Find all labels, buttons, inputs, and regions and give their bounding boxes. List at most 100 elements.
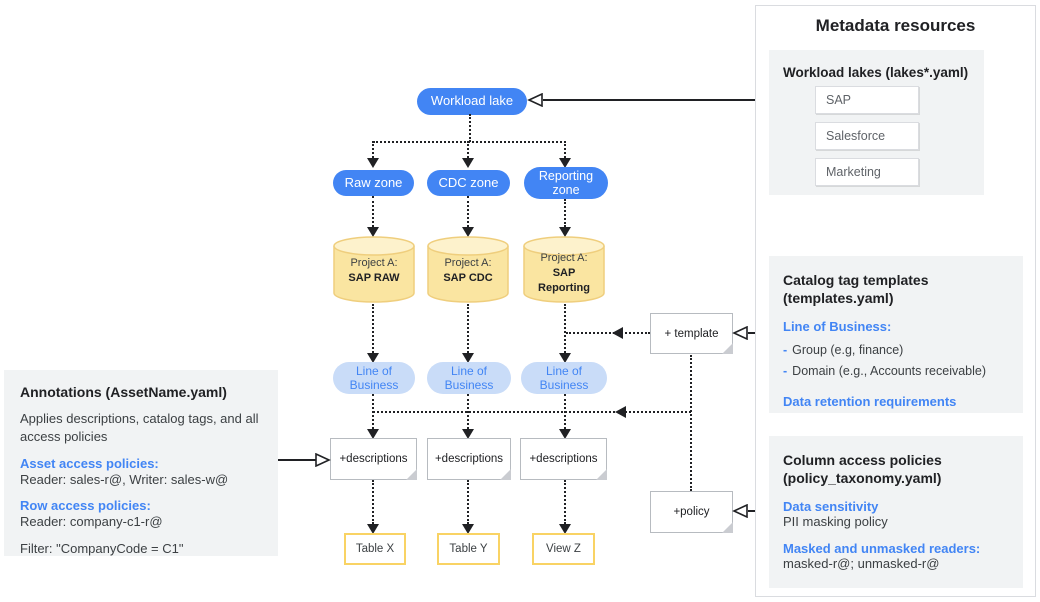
project-to-lob-connector — [564, 304, 566, 353]
lob-heading: Line of Business: — [783, 319, 892, 335]
descriptions-note: +descriptions — [427, 438, 511, 480]
cylinder-icon — [427, 236, 509, 303]
arrowhead-down-icon — [462, 158, 474, 168]
bullet-dash-icon: - — [783, 343, 788, 358]
descriptions-label: +descriptions — [434, 453, 504, 465]
arrowhead-left-icon — [615, 406, 626, 418]
open-arrowhead-left-icon — [732, 326, 748, 340]
project-name: SAP RAW — [348, 271, 400, 284]
reporting-zone-label: Reporting zone — [538, 168, 594, 197]
cdc-zone-stub — [467, 141, 469, 158]
cdc-zone-label: CDC zone — [438, 174, 499, 190]
bullet-text: Domain (e.g., Accounts receivable) — [792, 364, 987, 378]
annotations-to-descriptions-connector — [278, 459, 319, 461]
arrowhead-down-icon — [559, 227, 571, 237]
view-z-label: View Z — [546, 543, 581, 555]
descriptions-to-table-connector — [467, 480, 469, 524]
annotations-panel: Annotations (AssetName.yaml) Applies des… — [4, 370, 278, 556]
reporting-to-project-connector — [564, 199, 566, 227]
cylinder-icon — [523, 236, 605, 303]
descriptions-note: +descriptions — [520, 438, 607, 480]
workload-lake-node: Workload lake — [417, 88, 527, 115]
template-note: + template — [650, 313, 733, 354]
project-to-lob-connector — [467, 304, 469, 353]
arrowhead-down-icon — [367, 524, 379, 534]
raw-zone-node: Raw zone — [333, 170, 414, 196]
open-arrowhead-left-icon — [527, 93, 543, 107]
template-label: + template — [664, 327, 719, 340]
workload-lake-label: Workload lake — [430, 93, 514, 109]
open-arrowhead-right-icon — [315, 453, 331, 467]
project-name: SAP CDC — [443, 271, 493, 284]
arrowhead-left-icon — [612, 327, 623, 339]
lake-card-label: SAP — [826, 93, 852, 107]
workload-lakes-title: Workload lakes (lakes*.yaml) — [783, 65, 969, 80]
template-bullet-domain: - Domain (e.g., Accounts receivable) — [783, 361, 1009, 382]
reporting-zone-stub — [564, 141, 566, 158]
project-to-lob-connector — [372, 304, 374, 353]
lob-node: Line of Business — [427, 362, 511, 394]
lake-card-sap: SAP — [815, 86, 919, 114]
lob-node: Line of Business — [521, 362, 607, 394]
arrowhead-down-icon — [462, 524, 474, 534]
lake-card-label: Marketing — [826, 165, 881, 179]
bullet-dash-icon: - — [783, 364, 788, 378]
row-access-heading: Row access policies: — [20, 497, 151, 513]
lob-node: Line of Business — [333, 362, 415, 394]
descriptions-to-table-connector — [564, 480, 566, 524]
descriptions-label: +descriptions — [339, 453, 408, 465]
row-access-body: Reader: company-c1-r@ — [20, 513, 163, 529]
template-to-policy-connector — [690, 355, 692, 491]
table-y-label: Table Y — [449, 543, 488, 555]
annotations-intro: Applies descriptions, catalog tags, and … — [20, 411, 259, 445]
raw-zone-stub — [372, 141, 374, 158]
project-prefix: Project A: — [540, 252, 588, 264]
lake-card-label: Salesforce — [826, 129, 886, 143]
cylinder-icon — [333, 236, 415, 303]
descriptions-note: +descriptions — [330, 438, 417, 480]
view-z-node: View Z — [532, 533, 595, 565]
template-to-reporting-connector — [566, 332, 650, 334]
project-sap-raw-cylinder: Project A: SAP RAW — [333, 236, 415, 304]
filter-text: Filter: "CompanyCode = C1" — [20, 540, 184, 556]
catalog-templates-box: Catalog tag templates (templates.yaml) L… — [769, 256, 1023, 413]
lob-label: Line of Business — [349, 363, 399, 392]
lake-stem-connector — [469, 114, 471, 142]
table-x-node: Table X — [344, 533, 406, 565]
policy-note: +policy — [650, 491, 733, 533]
masked-readers-body: masked-r@; unmasked-r@ — [783, 556, 940, 572]
arrowhead-down-icon — [367, 353, 379, 363]
bullet-text: Group (e.g, finance) — [792, 343, 904, 358]
column-policies-title-line2: (policy_taxonomy.yaml) — [783, 470, 942, 487]
open-arrowhead-left-icon — [732, 504, 748, 518]
masked-readers-heading: Masked and unmasked readers: — [783, 541, 981, 557]
reporting-zone-node: Reporting zone — [524, 167, 608, 199]
lake-card-marketing: Marketing — [815, 158, 919, 186]
policy-label: +policy — [673, 506, 710, 518]
data-sensitivity-heading: Data sensitivity — [783, 499, 879, 515]
project-prefix: Project A: — [444, 257, 492, 269]
project-sap-cdc-cylinder: Project A: SAP CDC — [427, 236, 509, 304]
project-sap-reporting-cylinder: Project A: SAP Reporting — [523, 236, 605, 304]
template-branch-connector — [373, 411, 691, 413]
lob-label: Line of Business — [539, 363, 589, 392]
arrowhead-down-icon — [559, 353, 571, 363]
cdc-to-project-connector — [467, 196, 469, 227]
descriptions-label: +descriptions — [529, 453, 598, 465]
catalog-templates-title-line2: (templates.yaml) — [783, 290, 894, 307]
arrowhead-down-icon — [367, 158, 379, 168]
table-x-label: Table X — [355, 543, 395, 555]
arrowhead-down-icon — [462, 429, 474, 439]
metadata-resources-title: Metadata resources — [815, 16, 976, 35]
project-name: SAP Reporting — [538, 266, 590, 294]
zone-splitter-connector — [373, 141, 566, 143]
arrowhead-down-icon — [367, 429, 379, 439]
arrowhead-down-icon — [559, 524, 571, 534]
lob-label: Line of Business — [444, 363, 494, 392]
table-y-node: Table Y — [437, 533, 500, 565]
arrowhead-down-icon — [367, 227, 379, 237]
arrowhead-down-icon — [559, 429, 571, 439]
arrowhead-down-icon — [462, 353, 474, 363]
column-policies-box: Column access policies (policy_taxonomy.… — [769, 436, 1023, 588]
